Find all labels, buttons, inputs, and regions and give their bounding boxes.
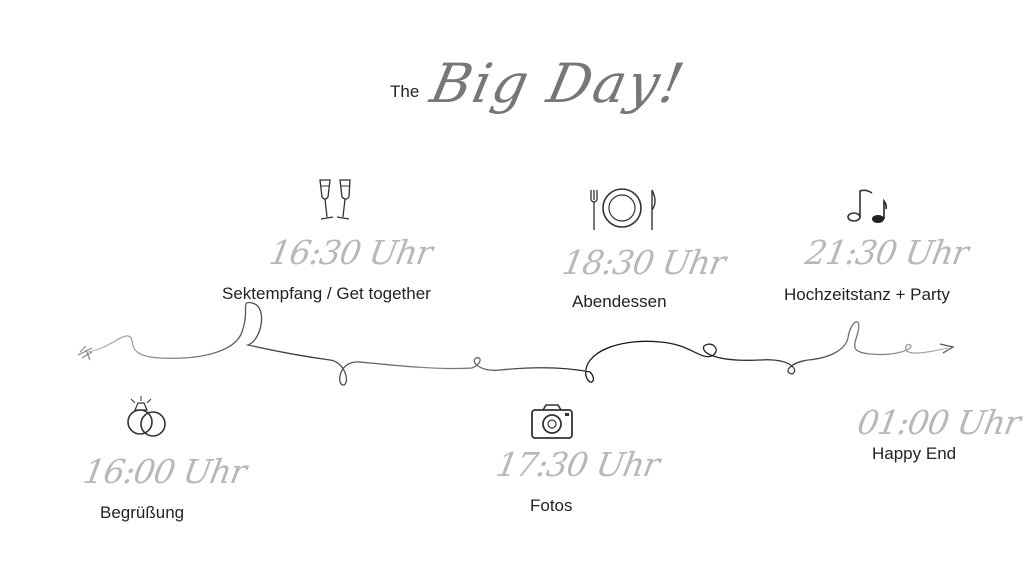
champagne-glasses-icon: [319, 179, 351, 220]
rings-icon: [127, 396, 166, 437]
title-prefix: The: [390, 82, 420, 101]
event-time: 17:30 Uhr: [493, 445, 662, 484]
event-label: Happy End: [872, 444, 957, 463]
event-time: 21:30 Uhr: [802, 233, 971, 272]
plate-cutlery-icon: [590, 188, 656, 230]
arrow-head: [939, 343, 955, 354]
event-label: Sektempfang / Get together: [222, 284, 431, 303]
event-time: 01:00 Uhr: [854, 403, 1023, 442]
timeline-curve: [87, 301, 949, 386]
event-time: 18:30 Uhr: [559, 243, 728, 282]
event-label: Fotos: [530, 496, 573, 515]
event-label: Hochzeitstanz + Party: [784, 285, 950, 304]
camera-icon: [531, 404, 573, 439]
event-time: 16:30 Uhr: [266, 233, 435, 272]
event-label: Begrüßung: [100, 503, 185, 522]
event-label: Abendessen: [572, 292, 667, 311]
event-time: 16:00 Uhr: [80, 452, 249, 491]
music-notes-icon: [847, 189, 888, 223]
arrow-tail: [77, 345, 93, 361]
